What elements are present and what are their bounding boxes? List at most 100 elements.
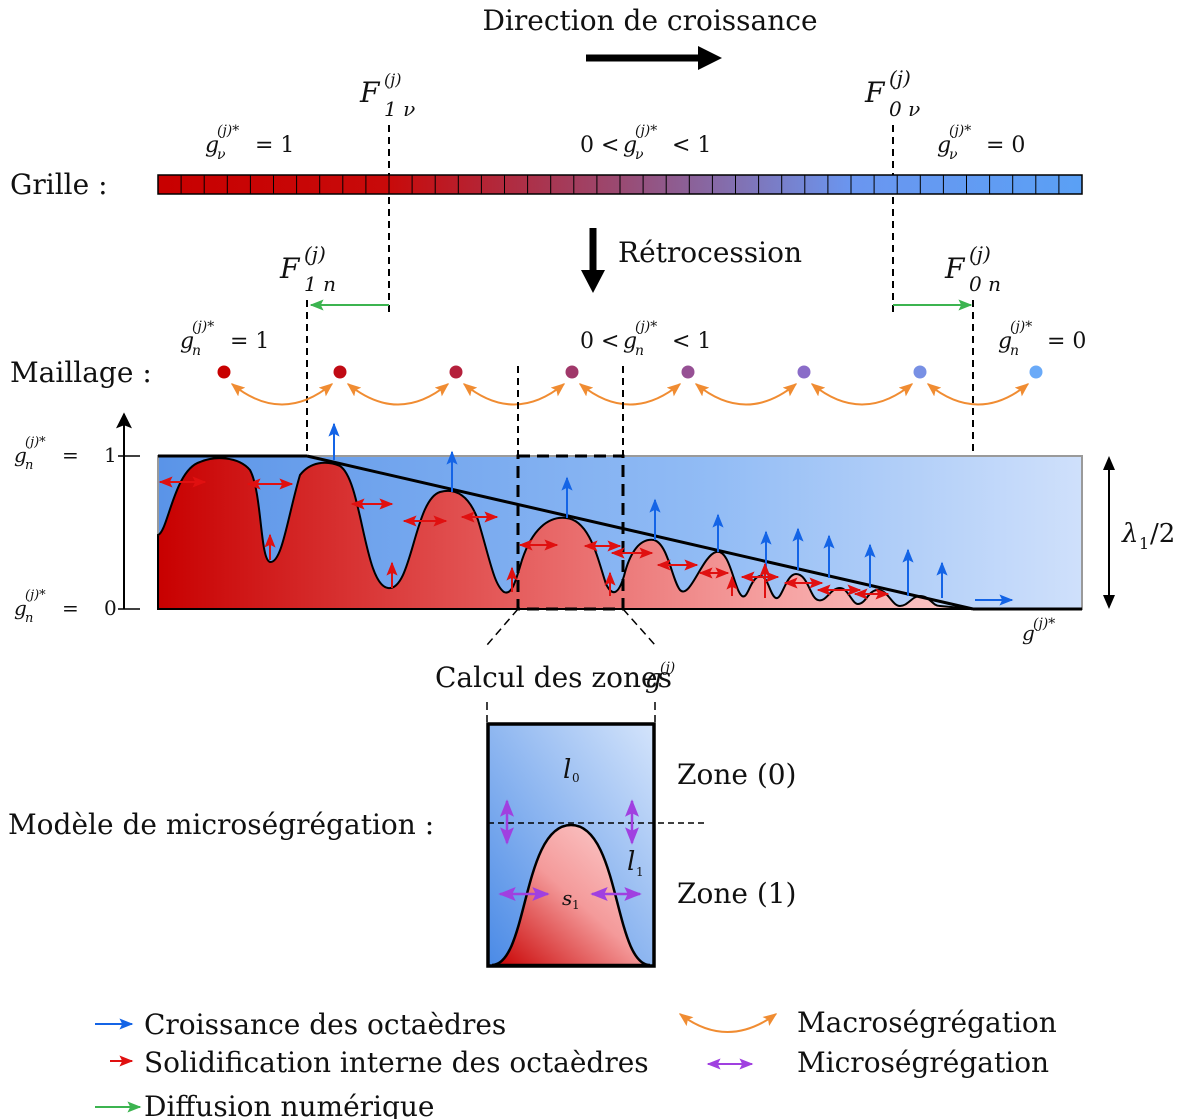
- gn-between-label: 0 < g (j)* n < 1: [580, 319, 711, 359]
- mesh-node: [217, 365, 231, 379]
- macro-arrow: [578, 383, 682, 406]
- mesh-node: [681, 365, 695, 379]
- F0nu-sup: (j): [889, 66, 911, 90]
- maillage-label: Maillage :: [10, 356, 152, 389]
- micro-model-label: Modèle de microségrégation :: [8, 808, 434, 841]
- svg-text:(j)*: (j)*: [635, 319, 657, 335]
- legend-growth-text: Croissance des octaèdres: [144, 1008, 506, 1041]
- svg-text:0: 0: [572, 771, 580, 785]
- gnu-between-label: 0 < g (j)* ν < 1: [580, 123, 711, 163]
- svg-text:= 0: = 0: [1047, 329, 1086, 354]
- gn-eq-0-label: g (j)* n = 0: [998, 319, 1086, 359]
- mesh-node: [449, 365, 463, 379]
- svg-text:l: l: [627, 847, 635, 877]
- growth-arrows: [328, 422, 948, 598]
- zone1-label: Zone (1): [677, 877, 796, 910]
- legend-solid-text: Solidification interne des octaèdres: [144, 1046, 649, 1079]
- svg-text:F: F: [279, 252, 301, 285]
- svg-text:1: 1: [104, 443, 117, 467]
- svg-text:(j): (j): [969, 242, 991, 266]
- svg-text:< 1: < 1: [672, 329, 711, 354]
- funnel-top-right: [622, 608, 656, 646]
- svg-text:ν: ν: [949, 147, 958, 163]
- lambda-label: λ 1 /2: [1121, 519, 1175, 553]
- legend: Croissance des octaèdres Solidification …: [95, 1006, 1057, 1119]
- svg-text:1 n: 1 n: [304, 272, 336, 296]
- lambda-arrow: [1103, 456, 1115, 609]
- cell-domain: [157, 422, 1083, 611]
- label-s1: s 1: [562, 886, 580, 912]
- growth-direction-label: Direction de croissance: [482, 4, 817, 37]
- macro-arrows: [230, 383, 1030, 406]
- calcul-label: Calcul des zones g (j): [435, 660, 675, 694]
- legend-macro: Macroségrégation: [678, 1006, 1057, 1039]
- svg-text:F: F: [944, 252, 966, 285]
- svg-text:g: g: [645, 664, 662, 694]
- F1nu-sub: 1 ν: [384, 97, 415, 121]
- funnel-top-left: [486, 608, 519, 646]
- label-l1: l 1: [627, 847, 644, 879]
- mesh-node: [913, 365, 927, 379]
- svg-text:g: g: [937, 133, 951, 158]
- svg-text:g: g: [205, 133, 219, 158]
- svg-text:(j): (j): [660, 660, 675, 676]
- legend-diffusion: Diffusion numérique: [95, 1090, 435, 1119]
- svg-text:l: l: [563, 755, 571, 785]
- gn-eq-1-label: g (j)* n = 1: [180, 319, 269, 359]
- gnu-eq-1-label: g (j)* ν = 1: [205, 123, 294, 163]
- legend-macro-text: Macroségrégation: [797, 1006, 1057, 1039]
- svg-text:g: g: [623, 329, 637, 354]
- svg-text:=: =: [62, 443, 79, 467]
- svg-text:g: g: [180, 329, 194, 354]
- zoom-box: [516, 454, 625, 611]
- svg-text:g: g: [998, 329, 1012, 354]
- label-F1-n: F (j) 1 n: [279, 242, 336, 296]
- F1nu-sup: (j): [384, 70, 401, 89]
- grid-bar: [157, 174, 1083, 195]
- vertical-axis: [116, 412, 140, 610]
- svg-text:n: n: [25, 611, 33, 626]
- legend-solid: Solidification interne des octaèdres: [110, 1046, 649, 1079]
- svg-text:s: s: [562, 886, 572, 910]
- svg-text:(j)*: (j)*: [217, 123, 239, 139]
- svg-text:(j)*: (j)*: [1033, 616, 1055, 632]
- svg-text:(j): (j): [304, 242, 326, 266]
- svg-text:(j)*: (j)*: [25, 588, 46, 603]
- svg-text:λ: λ: [1121, 519, 1138, 549]
- label-F0-n: F (j) 0 n: [944, 242, 1001, 296]
- legend-diffusion-text: Diffusion numérique: [144, 1090, 435, 1119]
- grid-cells: [180, 175, 1060, 194]
- label-l0: l 0: [563, 755, 580, 785]
- retrocession-arrow: [581, 228, 605, 293]
- micro-model-box: [486, 722, 705, 968]
- svg-text:= 1: = 1: [255, 133, 294, 158]
- growth-direction-arrow: [586, 46, 722, 70]
- svg-text:1: 1: [1139, 534, 1149, 553]
- svg-text:(j)*: (j)*: [192, 319, 214, 335]
- macro-arrow: [346, 383, 450, 406]
- svg-text:g: g: [1022, 621, 1035, 645]
- legend-growth: Croissance des octaèdres: [95, 1008, 506, 1041]
- svg-text:g: g: [14, 443, 27, 467]
- zoom-solid: [491, 823, 651, 967]
- F0nu-letter: F: [864, 76, 886, 109]
- mesh-node: [565, 365, 579, 379]
- svg-text:(j)*: (j)*: [1010, 319, 1032, 335]
- svg-text:Calcul des zones: Calcul des zones: [435, 661, 672, 694]
- svg-text:< 1: < 1: [672, 133, 711, 158]
- axis-g-star-label: g (j)*: [1022, 616, 1055, 645]
- svg-text:1: 1: [572, 898, 580, 912]
- F1nu-letter: F: [359, 76, 381, 109]
- svg-text:=: =: [62, 596, 79, 620]
- svg-text:g: g: [14, 596, 27, 620]
- axis-label-0: g (j)* n = 0: [14, 588, 117, 626]
- macro-arrow: [230, 383, 334, 406]
- mesh-node: [797, 365, 811, 379]
- zone0-label: Zone (0): [677, 758, 796, 791]
- svg-text:n: n: [1010, 343, 1019, 359]
- svg-text:n: n: [25, 458, 33, 473]
- macro-arrow: [926, 383, 1030, 406]
- svg-text:1: 1: [636, 865, 644, 879]
- svg-text:0 <: 0 <: [580, 329, 619, 354]
- svg-text:n: n: [192, 343, 201, 359]
